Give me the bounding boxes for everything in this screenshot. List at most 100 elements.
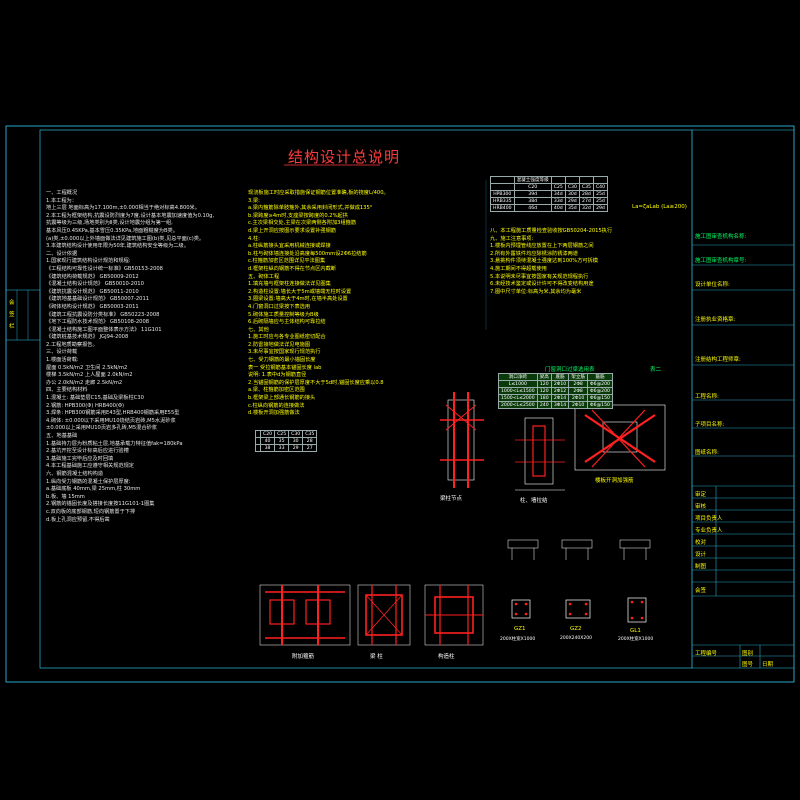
table-header-cell: 梁高 xyxy=(536,373,552,381)
table-cell: 2Φ10 xyxy=(550,380,570,388)
gz2-size: 200X柱宽X1000 xyxy=(618,637,654,642)
left-strip-char: 栏 xyxy=(9,324,15,330)
left-strip-char: 会 xyxy=(9,300,15,306)
note-line: 6.后砌隔墙应与主体结构可靠拉结 xyxy=(248,319,326,326)
opening-reinforcement-detail xyxy=(574,404,666,471)
title-block-label: 设计单位名称: xyxy=(695,282,730,288)
table-header-cell: 混凝土强度等级 xyxy=(513,176,552,184)
title-block-label: 工程编号 xyxy=(695,651,718,657)
title-block-label: 校对 xyxy=(695,540,707,546)
title-block-label: 图纸名称: xyxy=(695,450,719,456)
table-header-cell: 架立筋 xyxy=(568,373,589,381)
note-line: a.梁内箍筋除单肢箍外,其余采用封闭形式,并做成135° xyxy=(248,205,373,212)
note-line: 4.柱: xyxy=(248,235,260,242)
note-line: 《建筑桩基技术规范》 JGJ94-2008 xyxy=(46,334,129,341)
title-block-label: 审核 xyxy=(695,504,707,510)
fig5-caption: 梁 柱 xyxy=(370,654,383,660)
note-line: 4.施工期间不得超载使用 xyxy=(490,265,547,272)
note-line: 2.本工程为框架结构,抗震设防烈度为7度,设计基本地震加速度值为0.10g, xyxy=(46,212,215,219)
gl1-size: 200X柱宽X1000 xyxy=(500,637,536,642)
note-line: 《地下工程防水技术规范》 GB50108-2008 xyxy=(46,319,150,326)
table-cell: 180 xyxy=(536,394,552,402)
table-cell: 2000<L≤2500 xyxy=(498,401,538,409)
table-header-cell: 洞口净跨 xyxy=(498,373,538,381)
table-cell: 38d xyxy=(513,197,552,205)
note-line: (a)类,±0.000以上外墙面做法详见建筑施工图(b)类,见总平面(c)类。 xyxy=(46,235,205,242)
note-line: 《混凝土结构设计规范》 GB50010-2010 xyxy=(46,281,144,288)
table-cell: 1000<L≤1500 xyxy=(498,387,538,395)
table-cell: 1500<L≤2000 xyxy=(498,394,538,402)
note-line: a.梁、柱箍筋加密区范围 xyxy=(248,387,305,394)
note-line: 1.楼板内预埋管线应放置在上下两层钢筋之间 xyxy=(490,243,594,250)
table-cell: Φ6@200 xyxy=(587,387,613,395)
note-line: 1.填充墙与框架柱连接做法详见图集 xyxy=(248,281,331,288)
note-line: c.柱箍筋加密区范围详见平法图集 xyxy=(248,258,326,265)
note-line: 办公 2.0kN/m2 走廊 2.5kN/m2 xyxy=(46,379,123,386)
note-line: a.柱纵筋接头宜采用机械连接或焊接 xyxy=(248,243,331,250)
note-line: 《建筑地基基础设计规范》 GB50007-2011 xyxy=(46,296,150,303)
note-line: 《建筑工程抗震设防分类标准》 GB50223-2008 xyxy=(46,311,160,318)
table-cell: C35 xyxy=(578,183,594,191)
lintel-elevations xyxy=(507,539,651,560)
note-line: d.梁上开洞应按图示要求设置补强钢筋 xyxy=(248,227,336,234)
note-line: 七、其他 xyxy=(248,326,269,333)
title-block-label: 注册执业资格章: xyxy=(695,317,736,323)
note-line: d.楼板开洞加强筋做法 xyxy=(248,410,300,417)
table-cell: C20 xyxy=(513,183,552,191)
note-line: 4.砌体: ±0.000以下采用MU10烧结页岩砖,M5水泥砂浆 xyxy=(46,417,176,424)
table-cell: 35d xyxy=(564,204,580,212)
note-line: 1.施工时应与各专业图纸密切配合 xyxy=(248,334,326,341)
table-cell: L≤1000 xyxy=(498,380,538,388)
note-line: 表一 受拉钢筋基本锚固长度 lab xyxy=(248,364,322,371)
note-line: d.板上孔洞应预留,不得后凿 xyxy=(46,516,110,523)
table-cell: 120 xyxy=(536,380,552,388)
title-block-label: 图别 xyxy=(742,651,754,657)
table-cell: 2Φ14 xyxy=(550,394,570,402)
note-line: 3.梁: xyxy=(248,197,260,204)
table-cell: 3Φ14 xyxy=(550,401,570,409)
note-line: b.梁跨度≥4m时,支座梁按跨度的0.2%起拱 xyxy=(248,212,348,219)
note-line: 5.砌体施工质量控制等级为B级 xyxy=(248,311,319,318)
title-block-label: 施工图审查机构章号: xyxy=(695,258,747,264)
drawing-title: 结构设计总说明 xyxy=(288,148,401,166)
note-line: 2.钢筋的锚固长度及搭接长度按11G101-1图集 xyxy=(46,501,155,508)
column-joint-detail xyxy=(440,392,484,488)
table-cell: C30 xyxy=(288,430,304,438)
note-line: 1.国家现行建筑结构设计规范和规程: xyxy=(46,258,131,265)
note-line: 基本风压0.45KPa,基本雪压0.35KPa,地面粗糙度为B类。 xyxy=(46,227,178,234)
table-header-cell xyxy=(550,176,566,184)
table-cell: 120 xyxy=(536,387,552,395)
note-line: 2.基坑开挖至设计标高后应进行验槽 xyxy=(46,448,129,455)
table-cell: 2Φ12 xyxy=(550,387,570,395)
note-line: 九、施工注意事项: xyxy=(490,235,534,242)
table-cell: 30 xyxy=(288,437,304,445)
title-block-label: 会签 xyxy=(695,588,707,594)
note-line: a.基础底板 40mm,梁 25mm,柱 30mm xyxy=(46,486,141,493)
fig2-caption: 柱、墙拉结 xyxy=(520,498,548,504)
note-line: 《混凝土结构施工图平面整体表示方法》 11G101 xyxy=(46,326,162,333)
note-line: 2.所有外露铁件均应除锈涂防锈漆两道 xyxy=(490,250,578,257)
note-line: 3.圈梁设置:墙高大于4m时,在墙半高处设置 xyxy=(248,296,348,303)
gz1-section xyxy=(511,599,531,619)
note-line: 3.未尽事宜按国家现行规范执行 xyxy=(248,349,321,356)
table-cell: 2Φ8 xyxy=(568,380,589,388)
note-line: 3.焊条: HPB300钢筋采用E43型,HRB400钢筋采用E55型 xyxy=(46,410,180,417)
note-line: 《建筑抗震设计规范》 GB50011-2010 xyxy=(46,288,139,295)
anchorage-table-note: La=ζaLab (La≥200) xyxy=(632,204,687,210)
note-line: 3.基础施工完毕后应及时回填 xyxy=(46,455,114,462)
title-block-label: 制图 xyxy=(695,564,707,570)
table-cell: 2Φ10 xyxy=(568,394,589,402)
table-cell xyxy=(490,183,515,191)
table-cell: 2Φ10 xyxy=(568,401,589,409)
note-line: b.板、墙 15mm xyxy=(46,493,85,500)
note-line: 抗震等级为三级,场地类别为Ⅱ类,设计地震分组为第一组, xyxy=(46,220,173,227)
gz-size: 200X240X200 xyxy=(560,636,592,641)
table-cell: 40d xyxy=(550,204,566,212)
